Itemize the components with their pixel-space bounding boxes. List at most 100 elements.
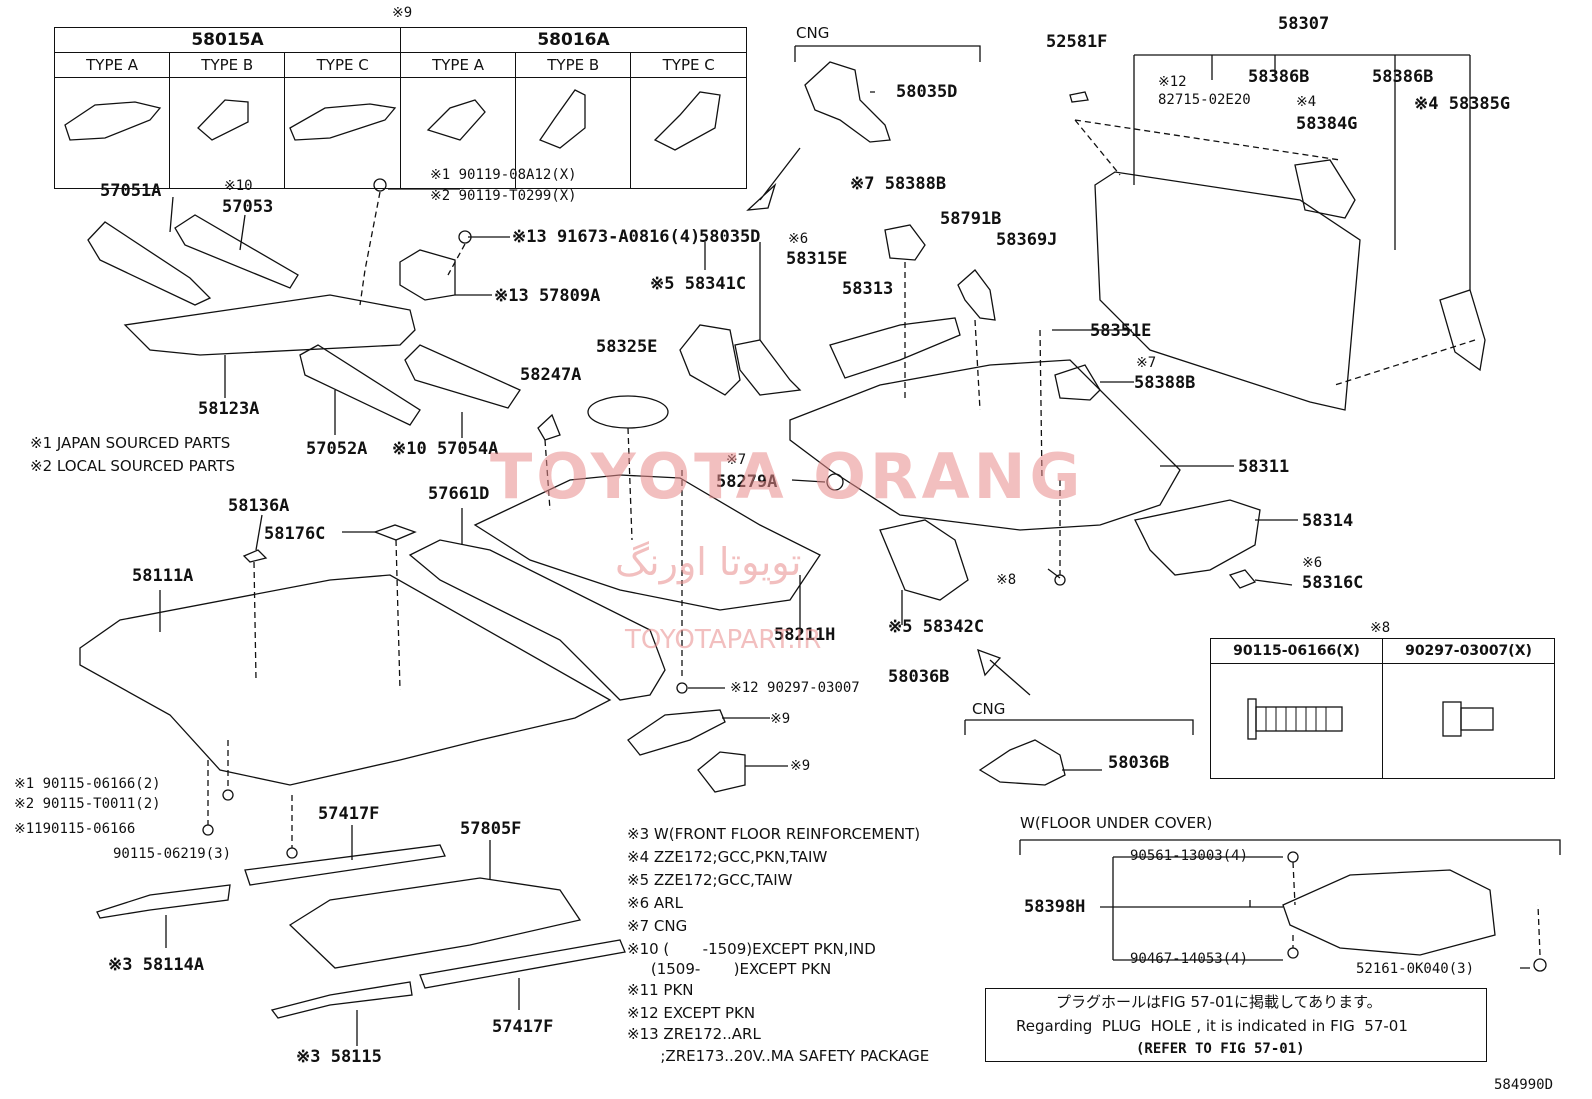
plug-hole-info-box: プラグホールはFIG 57-01に掲載してあります。 Regarding PLU… xyxy=(985,988,1487,1062)
label-57052A: 57052A xyxy=(306,439,368,459)
bracket-illustration xyxy=(53,77,171,189)
label-58388B-top: ※7 58388B xyxy=(850,174,947,194)
table-type-cell: TYPE B xyxy=(515,52,632,78)
cng-top-title: CNG xyxy=(796,24,830,42)
bolt-table-col2: 90297-03007(X) xyxy=(1382,638,1555,664)
info-line-en: Regarding PLUG HOLE , it is indicated in… xyxy=(1016,1017,1408,1035)
label-58279A-mark: ※7 xyxy=(726,452,747,468)
note-3: ※3 W(FRONT FLOOR REINFORCEMENT) xyxy=(627,825,921,843)
label-58386B-1: 58386B xyxy=(1248,67,1310,87)
label-57053: 57053 xyxy=(222,197,274,217)
bolt-table: 90115-06166(X) 90297-03007(X) xyxy=(1210,638,1555,779)
label-58111A: 58111A xyxy=(132,566,194,586)
label-57417F-1: 57417F xyxy=(318,804,380,824)
label-58247A: 58247A xyxy=(520,365,582,385)
label-58384G-mark: ※4 xyxy=(1296,94,1317,110)
note-7: ※7 CNG xyxy=(627,917,688,935)
bolt-table-mark: ※8 xyxy=(1370,620,1391,636)
under-cover-clip-3: 52161-0K040(3) xyxy=(1356,961,1475,977)
label-90115-11: ※1190115-06166 xyxy=(14,821,136,837)
label-90115-06219: 90115-06219(3) xyxy=(113,846,232,862)
label-90119-1: ※1 90119-08A12(X) xyxy=(430,167,577,183)
bolt-illustration xyxy=(1210,663,1383,779)
label-90115-2: ※2 90115-T0011(2) xyxy=(14,796,161,812)
cng-top-part: 58035D xyxy=(896,82,958,102)
under-cover-clip-1: 90561-13003(4) xyxy=(1130,848,1249,864)
under-cover-title: W(FLOOR UNDER COVER) xyxy=(1020,814,1213,832)
note-11: ※11 PKN xyxy=(627,981,694,999)
label-58388B-mid: 58388B xyxy=(1134,373,1196,393)
label-58123A: 58123A xyxy=(198,399,260,419)
note-5: ※5 ZZE172;GCC,TAIW xyxy=(627,871,793,889)
label-58114A: ※3 58114A xyxy=(108,955,205,975)
bracket-type-table: 58015A 58016A TYPE A TYPE B TYPE C TYPE … xyxy=(53,27,748,189)
label-57417F-2: 57417F xyxy=(492,1017,554,1037)
info-line-ref: (REFER TO FIG 57-01) xyxy=(1136,1041,1305,1057)
label-58307: 58307 xyxy=(1278,14,1330,34)
label-58384G: 58384G xyxy=(1296,114,1358,134)
bolt-table-col1: 90115-06166(X) xyxy=(1210,638,1383,664)
label-57809A: ※13 57809A xyxy=(494,286,601,306)
label-mark-8: ※8 xyxy=(996,572,1017,588)
legend-local: ※2 LOCAL SOURCED PARTS xyxy=(30,457,235,475)
label-90115-1: ※1 90115-06166(2) xyxy=(14,776,161,792)
label-mark-9a: ※9 xyxy=(770,711,791,727)
label-58351E: 58351E xyxy=(1090,321,1152,341)
bracket-illustration xyxy=(399,77,517,189)
bracket-illustration xyxy=(630,77,747,189)
table-brackets xyxy=(64,89,721,151)
label-58314: 58314 xyxy=(1302,511,1354,531)
label-58316C: 58316C xyxy=(1302,573,1364,593)
label-90119-2: ※2 90119-T0299(X) xyxy=(430,188,577,204)
label-90297-12: ※12 90297-03007 xyxy=(730,680,860,696)
nut-illustration xyxy=(1382,663,1555,779)
table-type-cell: TYPE C xyxy=(630,52,747,78)
note-4: ※4 ZZE172;GCC,PKN,TAIW xyxy=(627,848,828,866)
table-type-cell: TYPE B xyxy=(169,52,286,78)
figure-code: 584990D xyxy=(1494,1077,1554,1093)
under-cover-part: 58398H xyxy=(1024,897,1086,917)
bolt-icon xyxy=(1246,698,1343,740)
cng-bottom-title: CNG xyxy=(972,700,1006,718)
watermark-persian: تویوتا اورنگ xyxy=(615,540,802,584)
watermark-url: TOYOTAPART.IR xyxy=(625,625,822,655)
label-57051A: 57051A xyxy=(100,181,162,201)
label-58388B-mid-mark: ※7 xyxy=(1136,355,1157,371)
nut-icon xyxy=(1441,701,1494,737)
watermark-title: TOYOTA ORANG xyxy=(490,440,1085,513)
note-12: ※12 EXCEPT PKN xyxy=(627,1004,756,1022)
label-57805F: 57805F xyxy=(460,819,522,839)
table-note-mark: ※9 xyxy=(392,5,413,21)
label-57053-mark: ※10 xyxy=(224,178,253,194)
label-91673: ※13 91673-A0816(4) xyxy=(512,227,701,247)
label-58385G: ※4 58385G xyxy=(1414,94,1511,114)
label-58211H: 58211H xyxy=(774,625,836,645)
label-58315E: 58315E xyxy=(786,249,848,269)
label-58115: ※3 58115 xyxy=(296,1047,382,1067)
label-58136A: 58136A xyxy=(228,496,290,516)
info-line-jp: プラグホールはFIG 57-01に掲載してあります。 xyxy=(1056,993,1382,1011)
note-10a: ※10 ( -1509)EXCEPT PKN,IND xyxy=(627,940,876,958)
bracket-illustration xyxy=(515,77,632,189)
under-cover-clip-2: 90467-14053(4) xyxy=(1130,951,1249,967)
legend-japan: ※1 JAPAN SOURCED PARTS xyxy=(30,434,231,452)
note-13a: ※13 ZRE172..ARL xyxy=(627,1025,761,1043)
label-mark-9b: ※9 xyxy=(790,758,811,774)
table-header-58015A: 58015A xyxy=(54,27,401,53)
label-57054A: ※10 57054A xyxy=(392,439,499,459)
label-82715: 82715-02E20 xyxy=(1158,92,1251,108)
label-52581F: 52581F xyxy=(1046,32,1108,52)
label-58316C-mark: ※6 xyxy=(1302,555,1323,571)
note-6: ※6 ARL xyxy=(627,894,683,912)
label-58386B-2: 58386B xyxy=(1372,67,1434,87)
label-82715-mark: ※12 xyxy=(1158,74,1187,90)
table-header-58016A: 58016A xyxy=(399,27,748,53)
label-58176C: 58176C xyxy=(264,524,326,544)
label-58311: 58311 xyxy=(1238,457,1290,477)
label-58315E-mark: ※6 xyxy=(788,231,809,247)
label-58369J: 58369J xyxy=(996,230,1058,250)
label-58035D: 58035D xyxy=(699,227,761,247)
label-58325E: 58325E xyxy=(596,337,658,357)
